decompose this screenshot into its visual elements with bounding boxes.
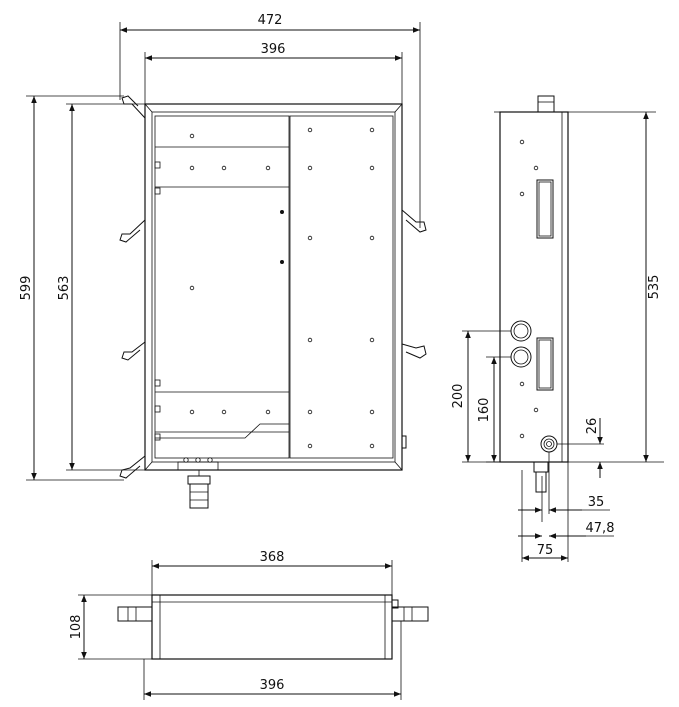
dim-pipe-upper-height: 200 [451, 384, 466, 409]
front-body [144, 103, 403, 471]
right-panel [289, 115, 394, 459]
left-panel [154, 115, 290, 459]
front-view: 472 396 599 563 [19, 13, 427, 509]
dim-fitting-height: 26 [585, 418, 600, 435]
dim-front-width-body: 396 [261, 42, 286, 57]
dim-depth-35: 35 [588, 495, 605, 510]
dim-pipe-lower-height: 160 [477, 398, 492, 423]
mounting-brackets [119, 95, 427, 479]
front-holes [189, 127, 375, 449]
dim-bottom-width-bottom: 396 [260, 678, 285, 693]
front-inner-frame [151, 111, 396, 463]
side-view: 535 200 160 26 35 47,8 75 [451, 95, 664, 562]
front-tabs [154, 161, 161, 441]
bottom-view: 368 396 108 [69, 550, 429, 700]
dim-front-height-overall: 599 [19, 276, 34, 301]
dim-side-height: 535 [647, 275, 662, 300]
front-bottom-fittings [177, 435, 407, 509]
dim-bottom-height: 108 [69, 615, 84, 640]
dim-bottom-width-top: 368 [260, 550, 285, 565]
side-body [499, 111, 569, 463]
dim-depth-75: 75 [537, 543, 554, 558]
dim-depth-47-8: 47,8 [586, 521, 615, 536]
bottom-body [151, 594, 393, 660]
dim-front-width-overall: 472 [258, 13, 283, 28]
dim-front-height-body: 563 [57, 276, 72, 301]
